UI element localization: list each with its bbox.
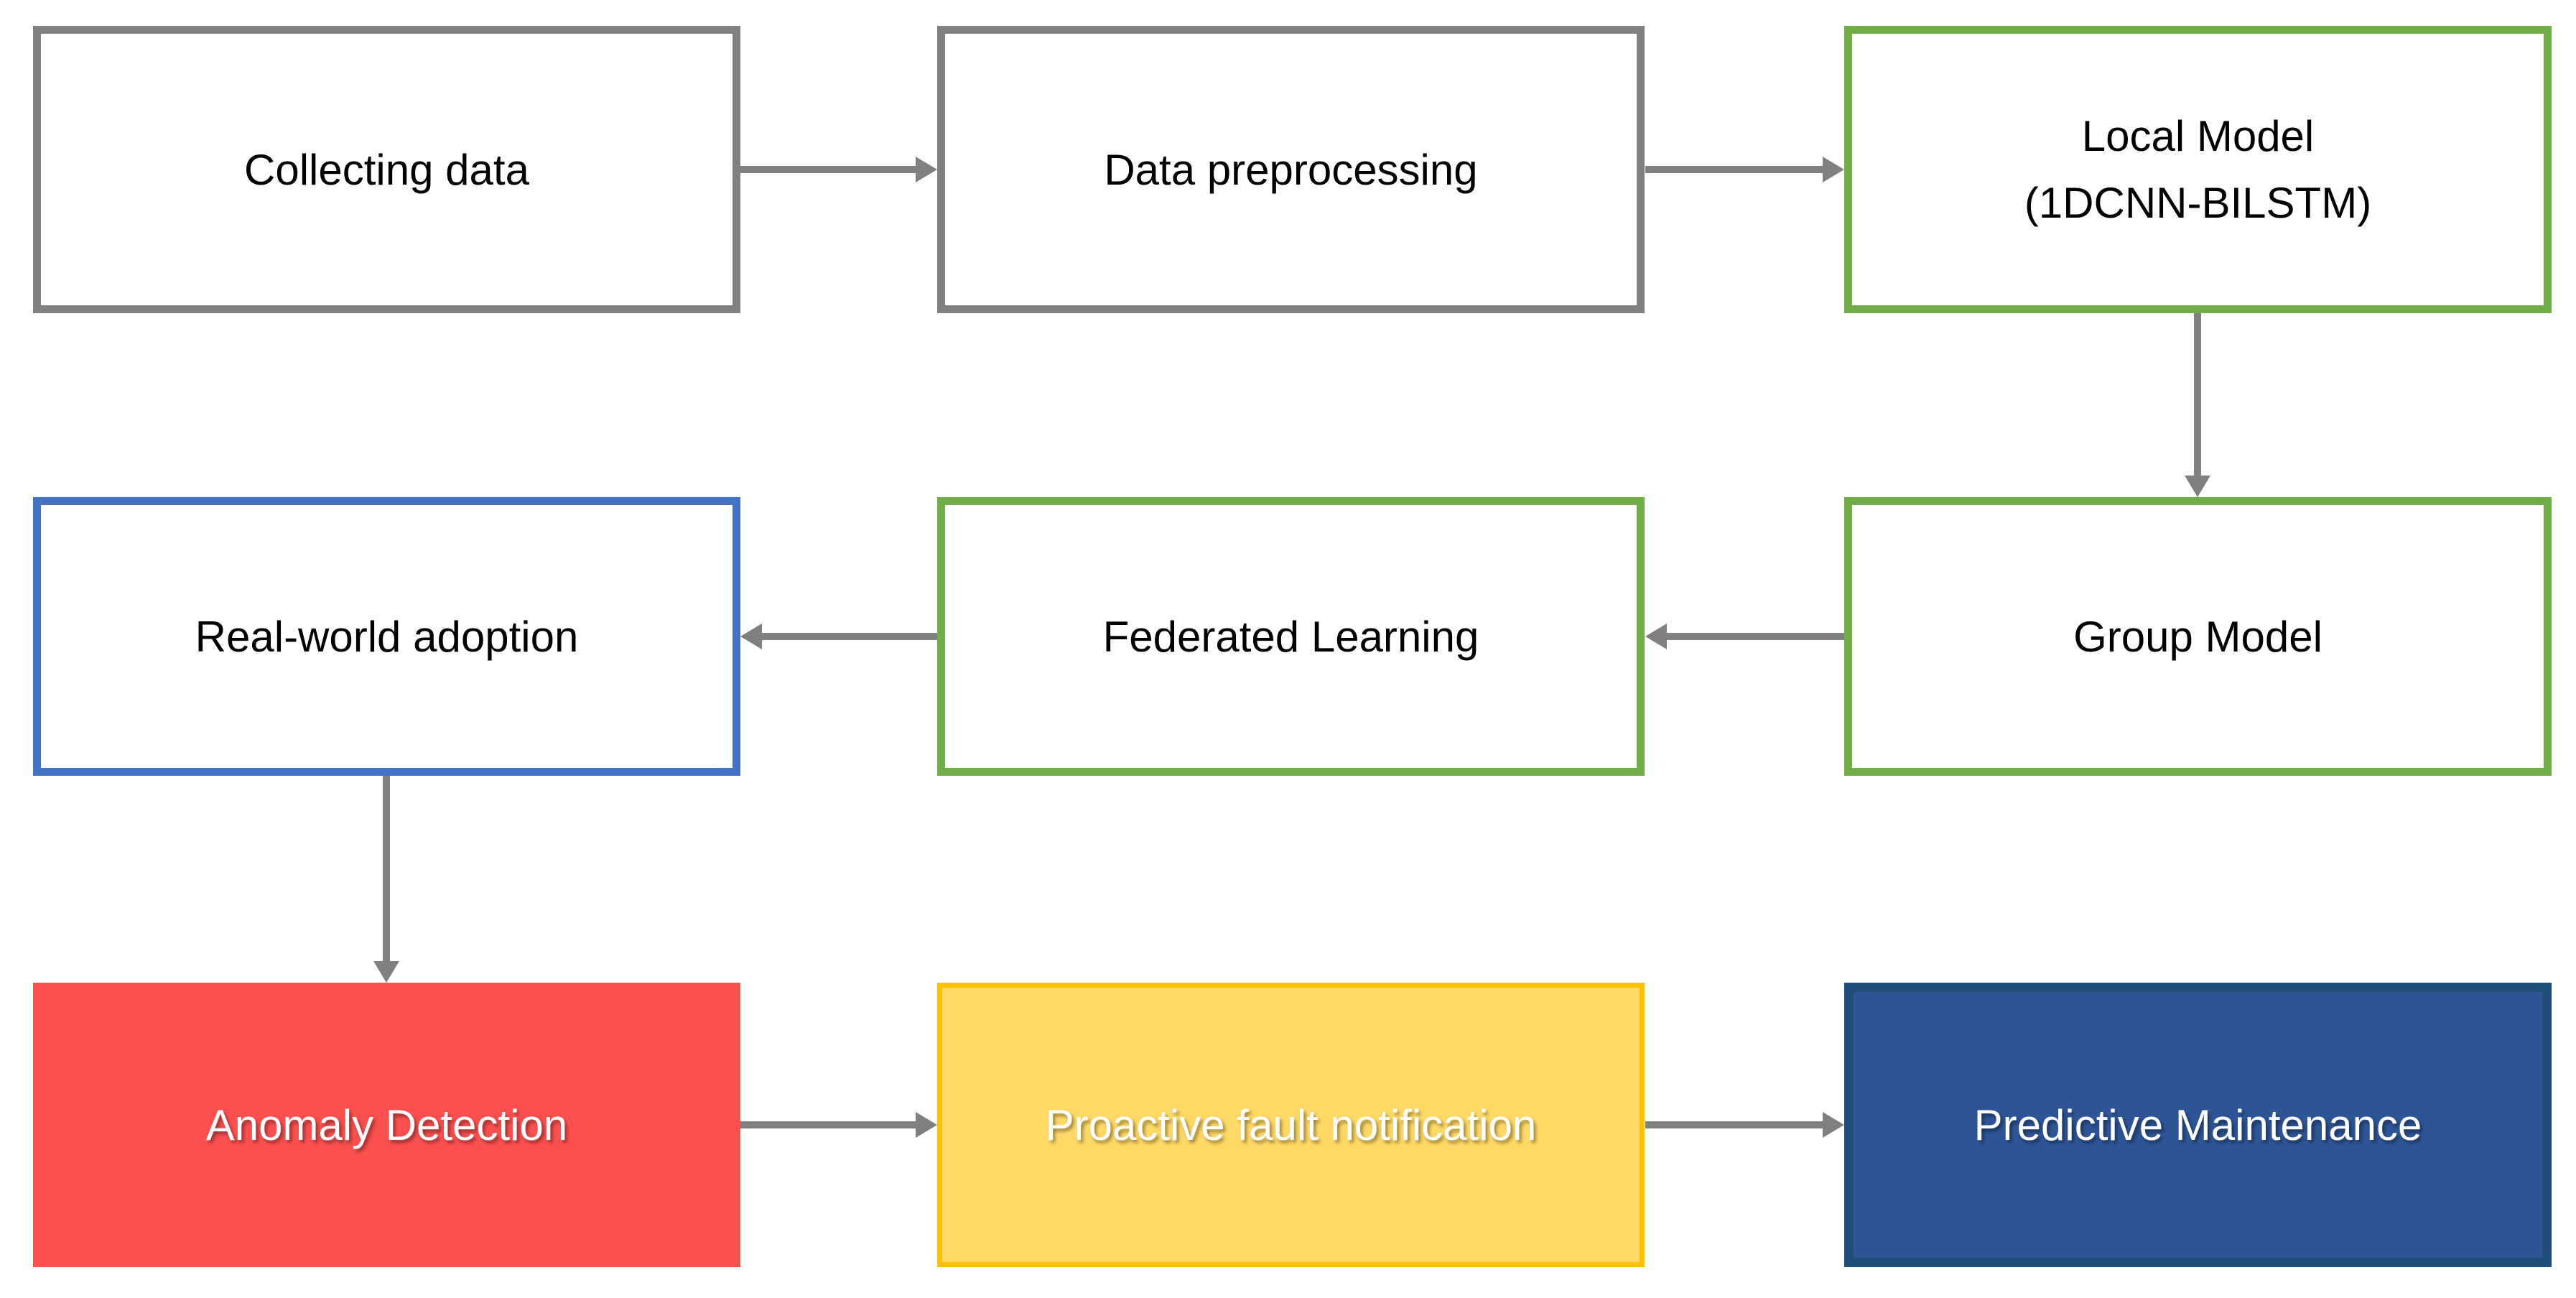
arrow-anomaly-to-proactive [740, 1112, 937, 1138]
node-predictive-maintenance: Predictive Maintenance [1844, 983, 2552, 1267]
arrowhead-left-icon [740, 623, 762, 649]
node-anomaly-detection: Anomaly Detection [33, 983, 740, 1267]
node-real-world-adoption: Real-world adoption [33, 497, 740, 776]
node-collecting-data-label: Collecting data [244, 145, 529, 194]
node-federated-learning-label: Federated Learning [1102, 612, 1479, 661]
node-federated-learning: Federated Learning [937, 497, 1645, 776]
node-anomaly-detection-label: Anomaly Detection [205, 1100, 568, 1149]
arrow-proactive-to-predictive [1645, 1112, 1844, 1138]
arrow-shaft [2194, 313, 2201, 476]
arrow-federated-to-real-world [740, 623, 937, 649]
arrowhead-right-icon [1823, 157, 1844, 182]
arrowhead-down-icon [2185, 476, 2210, 497]
node-proactive-fault-notification-label: Proactive fault notification [1045, 1100, 1537, 1149]
arrow-local-model-to-group-model [2185, 313, 2210, 497]
arrow-collecting-to-preprocessing [740, 157, 937, 182]
node-data-preprocessing-label: Data preprocessing [1104, 145, 1478, 194]
node-local-model-line2: (1DCNN-BILSTM) [2024, 179, 2372, 227]
node-local-model-line1: Local Model [2081, 112, 2315, 160]
arrowhead-right-icon [1823, 1112, 1844, 1138]
node-proactive-fault-notification: Proactive fault notification [937, 983, 1645, 1267]
arrow-shaft [383, 776, 390, 961]
arrow-shaft [1645, 166, 1823, 173]
arrow-shaft [1667, 633, 1844, 640]
node-predictive-maintenance-label: Predictive Maintenance [1973, 1100, 2422, 1149]
arrow-preprocessing-to-local-model [1645, 157, 1844, 182]
arrow-shaft [1645, 1121, 1823, 1128]
arrow-shaft [740, 166, 916, 173]
node-data-preprocessing: Data preprocessing [937, 26, 1645, 313]
node-group-model: Group Model [1844, 497, 2552, 776]
arrowhead-down-icon [373, 961, 399, 983]
arrow-real-world-to-anomaly [373, 776, 399, 983]
arrowhead-right-icon [916, 157, 937, 182]
node-group-model-label: Group Model [2073, 612, 2322, 661]
node-local-model-label: Local Model (1DCNN-BILSTM) [2003, 103, 2393, 236]
arrow-group-model-to-federated [1645, 623, 1844, 649]
arrow-shaft [762, 633, 937, 640]
node-real-world-adoption-label: Real-world adoption [195, 612, 579, 661]
node-local-model: Local Model (1DCNN-BILSTM) [1844, 26, 2552, 313]
arrow-shaft [740, 1121, 916, 1128]
node-collecting-data: Collecting data [33, 26, 740, 313]
arrowhead-right-icon [916, 1112, 937, 1138]
arrowhead-left-icon [1645, 623, 1667, 649]
